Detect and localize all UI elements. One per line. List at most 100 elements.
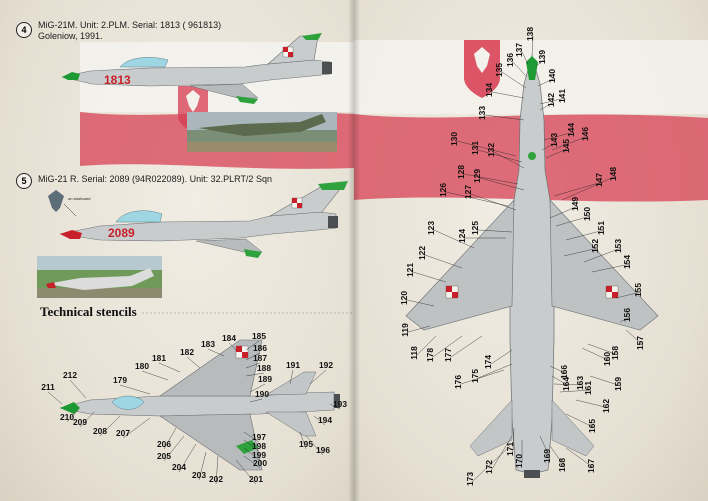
callout-number: 200: [253, 458, 267, 468]
leader-line: [581, 347, 611, 362]
aircraft-profile-2089: [59, 181, 348, 258]
leader-line: [79, 411, 95, 428]
callout-number: 175: [470, 369, 480, 383]
callout-number: 199: [252, 450, 266, 460]
callout-number: 121: [405, 263, 415, 277]
callout-number: 161: [583, 381, 593, 395]
leader-line: [249, 398, 263, 403]
leader-line: [549, 445, 566, 468]
leader-line: [477, 149, 523, 163]
callout-number: 129: [472, 169, 482, 183]
callout-number: 188: [257, 363, 271, 373]
callout-number: 138: [525, 27, 535, 41]
leader-line: [207, 348, 225, 357]
callout-number: 212: [63, 370, 77, 380]
callout-number: 205: [157, 451, 171, 461]
leader-line: [472, 445, 511, 482]
callout-number: 150: [582, 207, 592, 221]
leader-line: [541, 141, 558, 151]
callout-number: 207: [116, 428, 130, 438]
leader-line: [565, 229, 605, 241]
leader-line: [512, 427, 515, 452]
callout-number: 189: [258, 374, 272, 384]
callout-number: 119: [400, 323, 410, 337]
leader-line: [245, 362, 261, 369]
leader-line: [406, 299, 435, 307]
callout-number: 173: [465, 472, 475, 486]
leader-line: [163, 435, 185, 462]
leader-line: [512, 61, 527, 77]
callout-number: 134: [484, 83, 494, 97]
callout-number: 123: [426, 221, 436, 235]
callout-number: 211: [41, 382, 55, 392]
callout-number: 165: [587, 419, 597, 433]
leader-line: [245, 372, 265, 377]
left-page: 1813 2089 on starboard: [0, 0, 354, 501]
callout-number: 186: [253, 343, 267, 353]
callout-number: 137: [514, 43, 524, 57]
callout-number: 159: [613, 377, 623, 391]
leader-line: [539, 97, 566, 105]
aircraft-top-view: [405, 54, 659, 478]
callout-number: 141: [557, 89, 567, 103]
leader-line: [565, 413, 596, 429]
callout-number: 183: [201, 339, 215, 349]
leader-line: [491, 435, 513, 470]
callout-number: 176: [453, 375, 463, 389]
leader-line: [549, 205, 579, 219]
leader-line: [309, 369, 327, 385]
callout-number: 194: [318, 415, 332, 425]
leader-line: [249, 383, 266, 393]
callout-number: 184: [222, 333, 236, 343]
leader-line: [477, 229, 513, 233]
leader-line: [243, 455, 261, 469]
callout-number: 120: [399, 291, 409, 305]
callout-number: 178: [425, 348, 435, 362]
photo-mig21r-2089: [37, 256, 162, 298]
profile-number-badge: 5: [16, 173, 32, 189]
callout-number: 130: [449, 132, 459, 146]
callout-number: 193: [333, 399, 347, 409]
leader-line: [432, 335, 463, 358]
callout-number: 139: [537, 50, 547, 64]
leader-line: [235, 459, 257, 485]
leader-line: [243, 439, 260, 452]
callout-number: 149: [570, 197, 580, 211]
leader-line: [329, 403, 341, 410]
callout-number: 132: [486, 143, 496, 157]
profile-caption-location: Goleniow, 1991.: [38, 31, 103, 41]
stencil-aircraft: [59, 339, 340, 471]
callout-number: 187: [253, 353, 267, 363]
unit-emblem-inset: [48, 190, 77, 217]
callout-number: 192: [319, 360, 333, 370]
leader-line: [521, 51, 529, 65]
callout-number: 125: [470, 221, 480, 235]
leader-line: [619, 316, 631, 323]
callout-number: 140: [547, 69, 557, 83]
callout-number: 145: [561, 139, 571, 153]
leader-line: [178, 443, 197, 473]
tail-note: on starboard: [68, 196, 90, 201]
leader-line: [186, 356, 201, 369]
callout-number: 146: [580, 127, 590, 141]
callout-number: 136: [505, 53, 515, 67]
leader-line: [456, 140, 517, 157]
leader-line: [407, 325, 431, 333]
callout-number: 133: [477, 106, 487, 120]
leader-line: [589, 375, 622, 387]
callout-number: 198: [252, 441, 266, 451]
right-leader-lines: [406, 35, 644, 482]
callout-number: 170: [514, 454, 524, 468]
callout-number: 171: [505, 442, 515, 456]
leader-line: [412, 271, 447, 283]
callout-number: 209: [73, 417, 87, 427]
book-gutter: [348, 0, 360, 501]
leader-line: [477, 363, 513, 379]
leader-line: [424, 254, 463, 269]
leader-line: [163, 427, 177, 450]
profile-caption: MiG-21 R. Serial: 2089 (94R022089). Unit…: [38, 174, 272, 184]
callout-number: 157: [635, 336, 645, 350]
leader-line: [198, 451, 207, 481]
leader-line: [243, 447, 260, 461]
callout-number: 164: [561, 377, 571, 391]
